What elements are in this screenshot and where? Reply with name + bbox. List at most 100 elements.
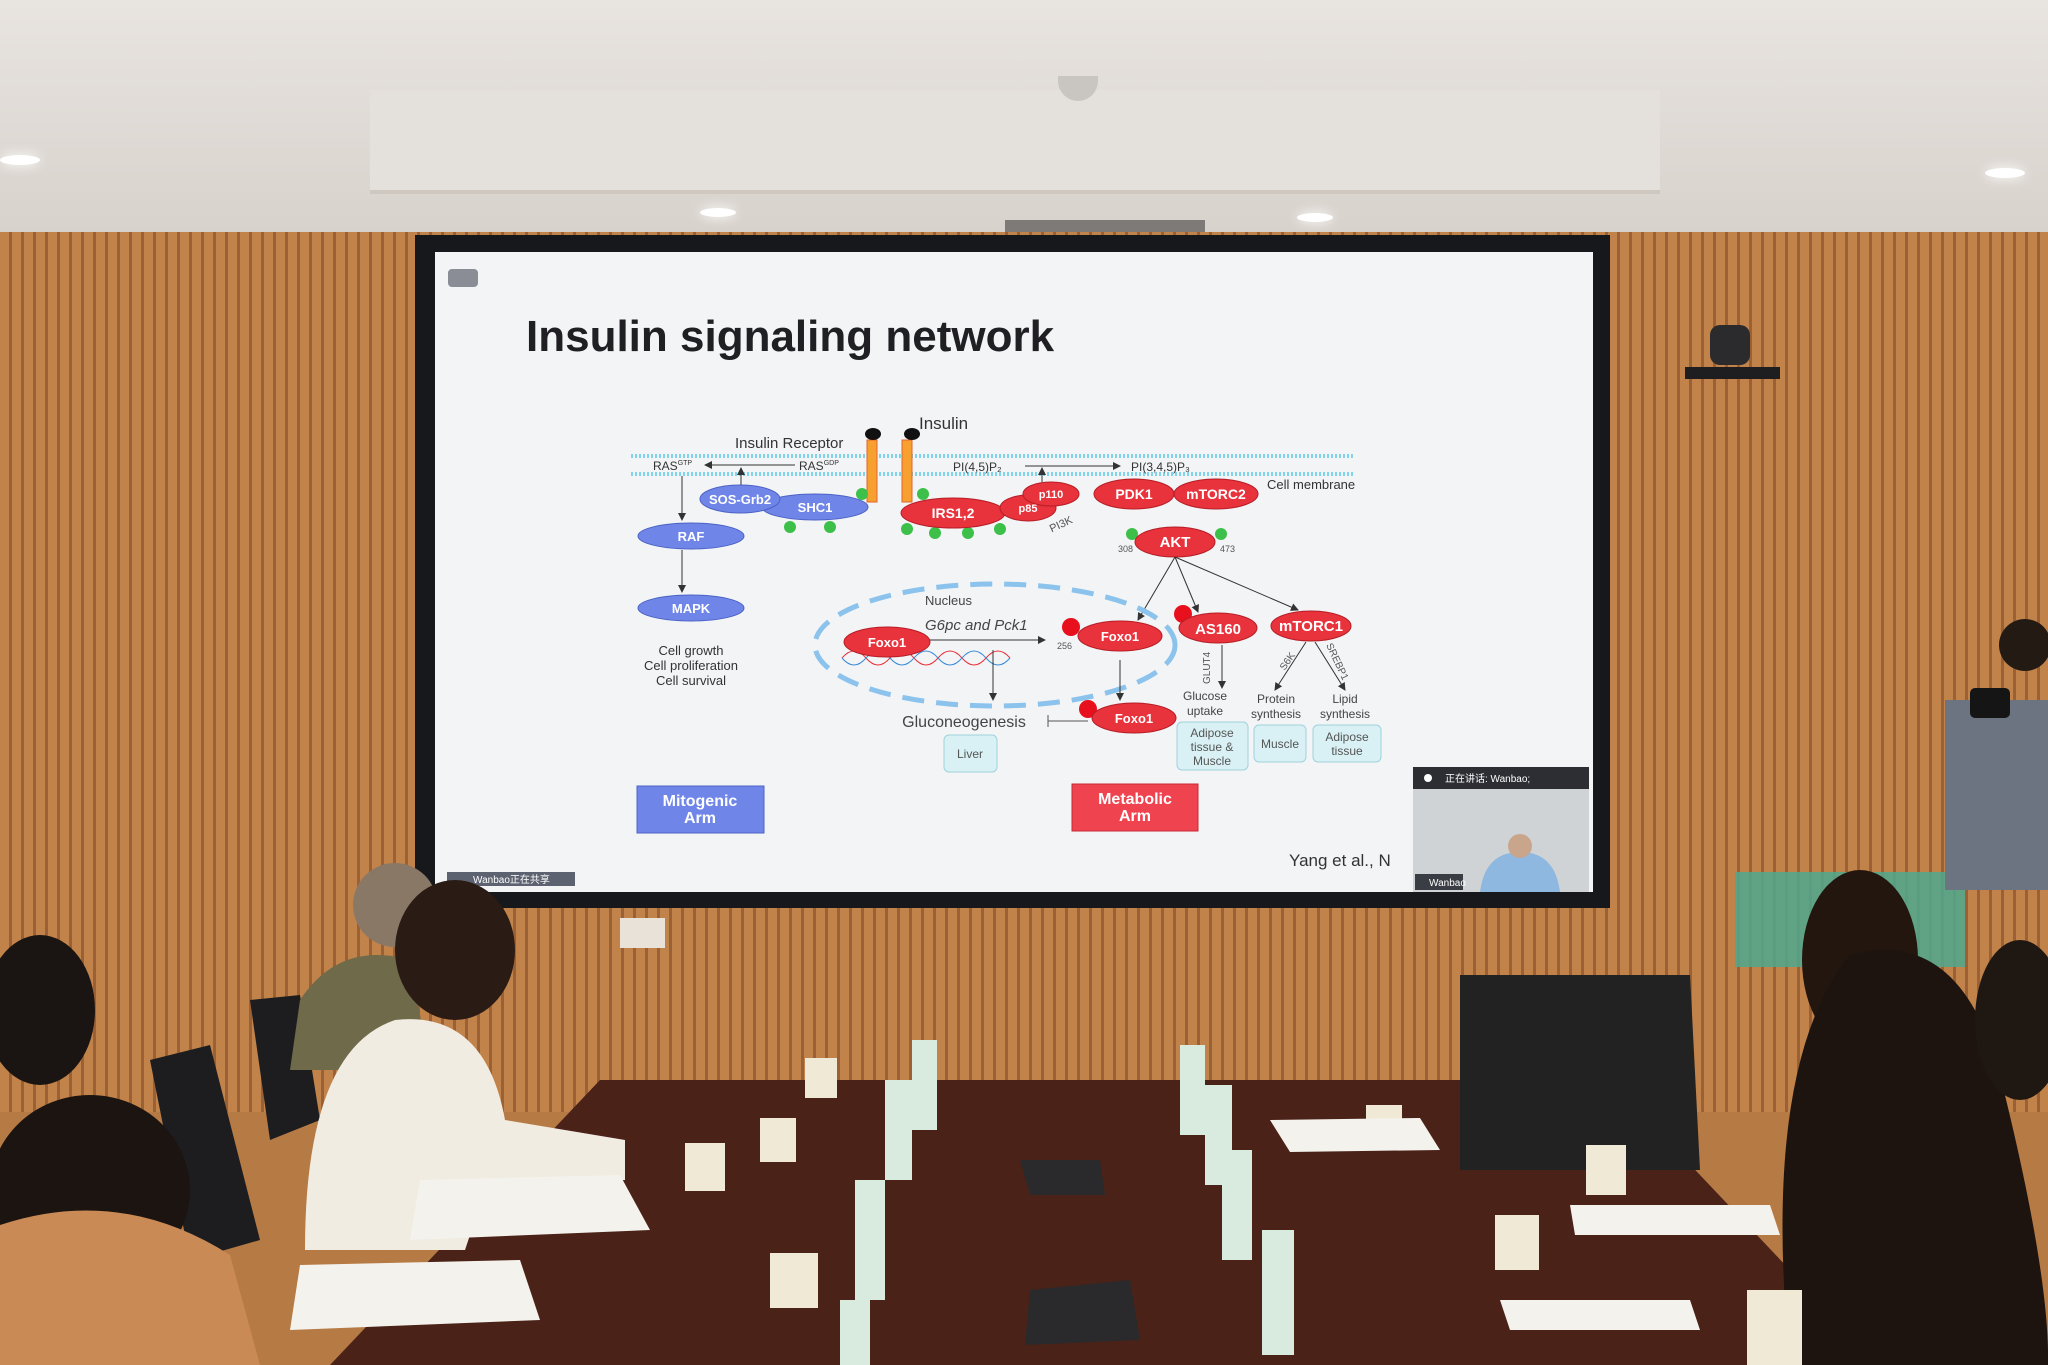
screen-sharing-bar[interactable]: Wanbao正在共享 <box>447 872 575 886</box>
presentation-slide: Insulin signaling network <box>435 252 1593 892</box>
svg-text:AKT: AKT <box>1160 534 1191 551</box>
site-473-label: 473 <box>1220 544 1235 554</box>
participant-name: Wanbao <box>1429 878 1466 889</box>
participant-video <box>1480 852 1560 892</box>
svg-text:Metabolic: Metabolic <box>1098 791 1172 808</box>
slide-toolbar-icon[interactable] <box>448 269 478 287</box>
attendee <box>0 1095 260 1365</box>
synthesis-label: synthesis <box>1320 707 1370 721</box>
svg-text:Arm: Arm <box>1119 808 1151 825</box>
synthesis-label: synthesis <box>1251 707 1301 721</box>
svg-text:Arm: Arm <box>684 810 716 827</box>
s6k-label: S6K <box>1278 650 1298 672</box>
node-p110: p110 <box>1022 481 1080 507</box>
svg-text:Foxo1: Foxo1 <box>1101 629 1139 644</box>
svg-text:p85: p85 <box>1019 503 1038 515</box>
ceiling-light <box>1297 213 1333 222</box>
video-call-panel[interactable]: 正在讲话: Wanbao; Wanbao <box>1413 767 1589 892</box>
pip2-label: PI(4,5)P₂ <box>953 460 1002 474</box>
svg-text:MAPK: MAPK <box>672 601 711 616</box>
speaking-indicator: 正在讲话: Wanbao; <box>1445 772 1530 785</box>
svg-text:Adipose: Adipose <box>1325 730 1369 744</box>
ceiling-light <box>1985 168 2025 178</box>
svg-text:tissue &: tissue & <box>1191 740 1234 754</box>
svg-text:Mitogenic: Mitogenic <box>663 793 738 810</box>
ceiling-light <box>0 155 40 165</box>
cell-membrane-label: Cell membrane <box>1267 477 1355 492</box>
svg-text:Muscle: Muscle <box>1261 737 1299 751</box>
cell-proliferation-label: Cell proliferation <box>644 658 738 673</box>
node-raf: RAF <box>637 522 745 550</box>
svg-text:p110: p110 <box>1039 489 1063 501</box>
protein-label: Protein <box>1257 692 1295 706</box>
attendee <box>1975 940 2048 1100</box>
insulin-receptor-label: Insulin Receptor <box>735 435 843 452</box>
svg-text:Wanbao正在共享: Wanbao正在共享 <box>473 873 550 886</box>
gluconeogenesis-label: Gluconeogenesis <box>902 714 1026 731</box>
ceiling-light <box>700 208 736 217</box>
node-foxo1-cytoplasm: Foxo1 <box>1079 700 1177 734</box>
microphone-icon <box>1424 774 1432 782</box>
svg-text:SHC1: SHC1 <box>798 500 833 515</box>
slide-title: Insulin signaling network <box>526 312 1055 361</box>
insulin-label: Insulin <box>919 414 968 433</box>
svg-text:PDK1: PDK1 <box>1115 486 1153 502</box>
ras-gtp-label: RASGTP <box>653 459 692 473</box>
svg-text:Adipose: Adipose <box>1190 726 1234 740</box>
svg-text:Liver: Liver <box>957 747 983 761</box>
office-chair <box>1460 975 1700 1170</box>
node-irs: IRS1,2 <box>900 497 1006 529</box>
ceiling-soffit <box>370 90 1660 194</box>
svg-text:RAF: RAF <box>678 529 705 544</box>
photographer <box>1945 619 2048 890</box>
lipid-label: Lipid <box>1332 692 1357 706</box>
node-foxo1-phospho: Foxo1 <box>1062 618 1163 652</box>
node-as160: AS160 <box>1174 605 1258 644</box>
svg-text:mTORC2: mTORC2 <box>1186 486 1246 502</box>
citation: Yang et al., N <box>1289 851 1391 870</box>
office-chair <box>150 1045 260 1260</box>
node-mapk: MAPK <box>637 594 745 622</box>
svg-text:tissue: tissue <box>1331 744 1363 758</box>
glucose-label: Glucose <box>1183 689 1227 703</box>
svg-text:Foxo1: Foxo1 <box>1115 711 1153 726</box>
document <box>290 1118 1780 1330</box>
wall-socket <box>620 918 665 948</box>
uptake-label: uptake <box>1187 704 1223 718</box>
node-pdk1: PDK1 <box>1093 478 1175 510</box>
svg-text:IRS1,2: IRS1,2 <box>932 505 975 521</box>
site-256-label: 256 <box>1057 641 1072 651</box>
dna-icon <box>841 650 1011 666</box>
tissue-liver: Liver <box>943 734 998 773</box>
attendee <box>305 880 625 1250</box>
tissue-muscle: Muscle <box>1253 724 1307 763</box>
site-308-label: 308 <box>1118 544 1133 554</box>
cell-growth-label: Cell growth <box>658 643 723 658</box>
genes-label: G6pc and Pck1 <box>925 617 1028 634</box>
node-sos-grb2: SOS-Grb2 <box>699 484 781 514</box>
svg-text:mTORC1: mTORC1 <box>1279 618 1343 635</box>
pi3k-label: PI3K <box>1048 514 1075 535</box>
nucleus <box>812 581 1178 709</box>
svg-text:Muscle: Muscle <box>1193 754 1231 768</box>
nucleus-label: Nucleus <box>925 593 972 608</box>
attendee <box>0 935 95 1085</box>
svg-text:Foxo1: Foxo1 <box>868 635 906 650</box>
node-mtorc1: mTORC1 <box>1270 610 1352 642</box>
water-bottle <box>840 1040 1294 1365</box>
node-mtorc2: mTORC2 <box>1173 478 1259 510</box>
camera-icon <box>1970 688 2010 718</box>
phospho-tyrosine-dots <box>784 488 1227 540</box>
svg-text:SOS-Grb2: SOS-Grb2 <box>709 492 771 507</box>
node-foxo1-nuclear: Foxo1 <box>843 626 931 658</box>
microphone-base <box>1020 1160 1140 1345</box>
insulin-receptor <box>865 428 920 503</box>
pip3-label: PI(3,4,5)P₃ <box>1131 460 1190 474</box>
glut4-label: GLUT4 <box>1202 651 1213 684</box>
ptz-camera <box>1680 325 1780 390</box>
